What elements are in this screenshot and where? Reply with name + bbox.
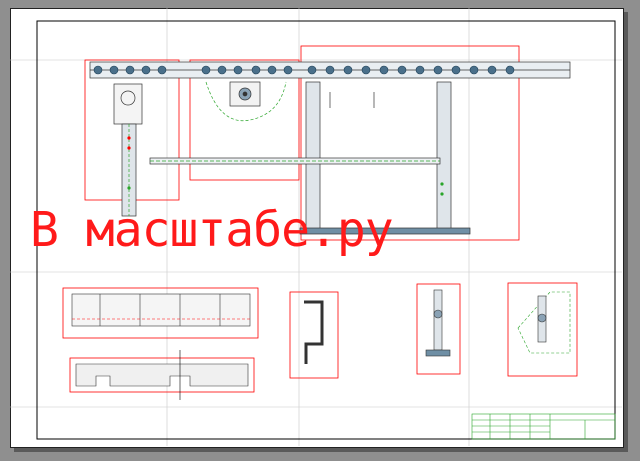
gear-icon — [205, 81, 287, 122]
section-profile — [304, 300, 324, 364]
detail-view — [517, 291, 571, 354]
inner-frame — [36, 20, 616, 440]
title-block — [471, 413, 616, 440]
table-icon — [71, 293, 251, 327]
watermark-text: В масштабе.ру — [30, 202, 394, 258]
left-leg — [113, 83, 143, 217]
view-frames — [84, 45, 520, 241]
beam-profile — [75, 350, 249, 400]
main-frame — [149, 81, 471, 235]
roller-icon — [93, 65, 515, 75]
bottom-view-frames — [62, 282, 578, 393]
bracket-detail — [425, 289, 451, 357]
cad-drawing — [10, 8, 622, 446]
